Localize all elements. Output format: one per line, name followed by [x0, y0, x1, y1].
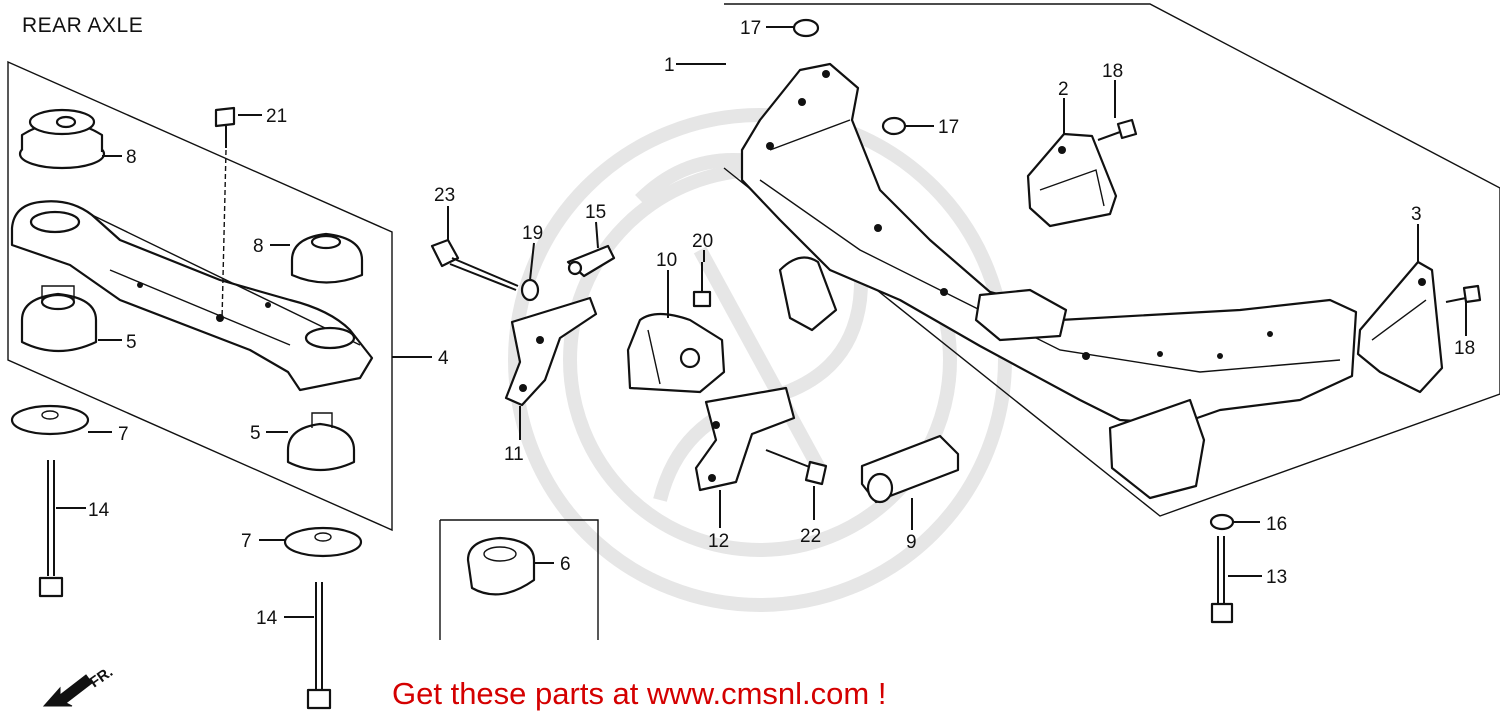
diagram-title: REAR AXLE — [22, 14, 144, 37]
label-part-19: 19 — [522, 223, 543, 244]
part-3-bracket[interactable] — [1356, 260, 1444, 394]
part-5-bushing-lower[interactable] — [286, 412, 356, 472]
label-part-14a: 14 — [88, 500, 110, 521]
part-4-subframe-beam[interactable] — [10, 200, 374, 392]
part-5-bushing-upper[interactable] — [20, 285, 98, 352]
part-14-bolt-left[interactable] — [38, 460, 64, 598]
part-12-bracket[interactable] — [694, 386, 796, 492]
part-9-stopper[interactable] — [860, 434, 960, 504]
label-part-20: 20 — [692, 231, 713, 252]
part-17-cap-mid[interactable] — [881, 116, 907, 136]
label-part-6: 6 — [560, 554, 571, 575]
label-part-17b: 17 — [938, 117, 959, 138]
label-part-3: 3 — [1411, 204, 1422, 225]
part-7-washer-upper[interactable] — [10, 404, 90, 436]
part-6-inset-frame — [439, 519, 599, 640]
part-16-washer[interactable] — [1209, 513, 1235, 531]
label-part-22: 22 — [800, 526, 821, 547]
label-part-10: 10 — [656, 250, 677, 271]
label-part-18b: 18 — [1454, 338, 1475, 359]
label-part-13: 13 — [1266, 567, 1287, 588]
footer-promo-text: Get these parts at www.cmsnl.com ! — [392, 676, 887, 711]
label-part-1: 1 — [664, 55, 675, 76]
right-group-frame — [723, 3, 1500, 517]
front-direction-indicator: FR. — [42, 663, 117, 707]
part-23-bolt[interactable] — [430, 238, 519, 291]
part-10-mount[interactable] — [626, 312, 726, 394]
part-1-crossmember[interactable] — [740, 62, 1358, 500]
label-part-2: 2 — [1058, 79, 1069, 100]
label-part-7b: 7 — [241, 531, 252, 552]
label-part-5b: 5 — [250, 423, 261, 444]
part-17-cap-top[interactable] — [792, 18, 820, 38]
part-19-washer[interactable] — [520, 278, 540, 302]
part-20-bolt[interactable] — [692, 262, 712, 308]
leader-lines — [56, 26, 1467, 618]
part-6-bushing[interactable] — [466, 536, 536, 596]
part-8-bushing-lower[interactable] — [290, 232, 364, 284]
label-part-9: 9 — [906, 532, 917, 553]
front-label: FR. — [87, 663, 117, 691]
label-part-5a: 5 — [126, 332, 137, 353]
left-group-frame — [7, 60, 393, 532]
label-part-8a: 8 — [126, 147, 137, 168]
label-part-8b: 8 — [253, 236, 264, 257]
part-22-bolt[interactable] — [765, 449, 828, 486]
part-18-bolt-upper[interactable] — [1097, 118, 1138, 141]
part-8-bushing-upper[interactable] — [18, 108, 106, 170]
part-11-bracket[interactable] — [504, 296, 598, 407]
part-18-bolt-lower[interactable] — [1445, 284, 1482, 304]
label-part-18a: 18 — [1102, 61, 1123, 82]
label-part-17a: 17 — [740, 18, 761, 39]
part-14-bolt-right[interactable] — [306, 582, 332, 710]
label-part-14b: 14 — [256, 608, 278, 629]
label-part-23: 23 — [434, 185, 455, 206]
part-21-bolt[interactable] — [214, 106, 236, 321]
part-13-bolt[interactable] — [1210, 536, 1234, 624]
label-part-12: 12 — [708, 531, 729, 552]
callout-labels: 1 2 3 4 5 5 6 7 7 8 8 9 10 11 12 13 14 1… — [88, 18, 1475, 629]
label-part-21: 21 — [266, 106, 287, 127]
front-arrow-icon — [42, 674, 93, 707]
part-15-clip[interactable] — [566, 244, 616, 278]
part-7-washer-lower[interactable] — [283, 526, 363, 558]
label-part-7a: 7 — [118, 424, 129, 445]
label-part-15: 15 — [585, 202, 606, 223]
label-part-16: 16 — [1266, 514, 1287, 535]
label-part-11: 11 — [504, 444, 524, 465]
part-2-bracket[interactable] — [1026, 132, 1118, 228]
label-part-4: 4 — [438, 348, 449, 369]
